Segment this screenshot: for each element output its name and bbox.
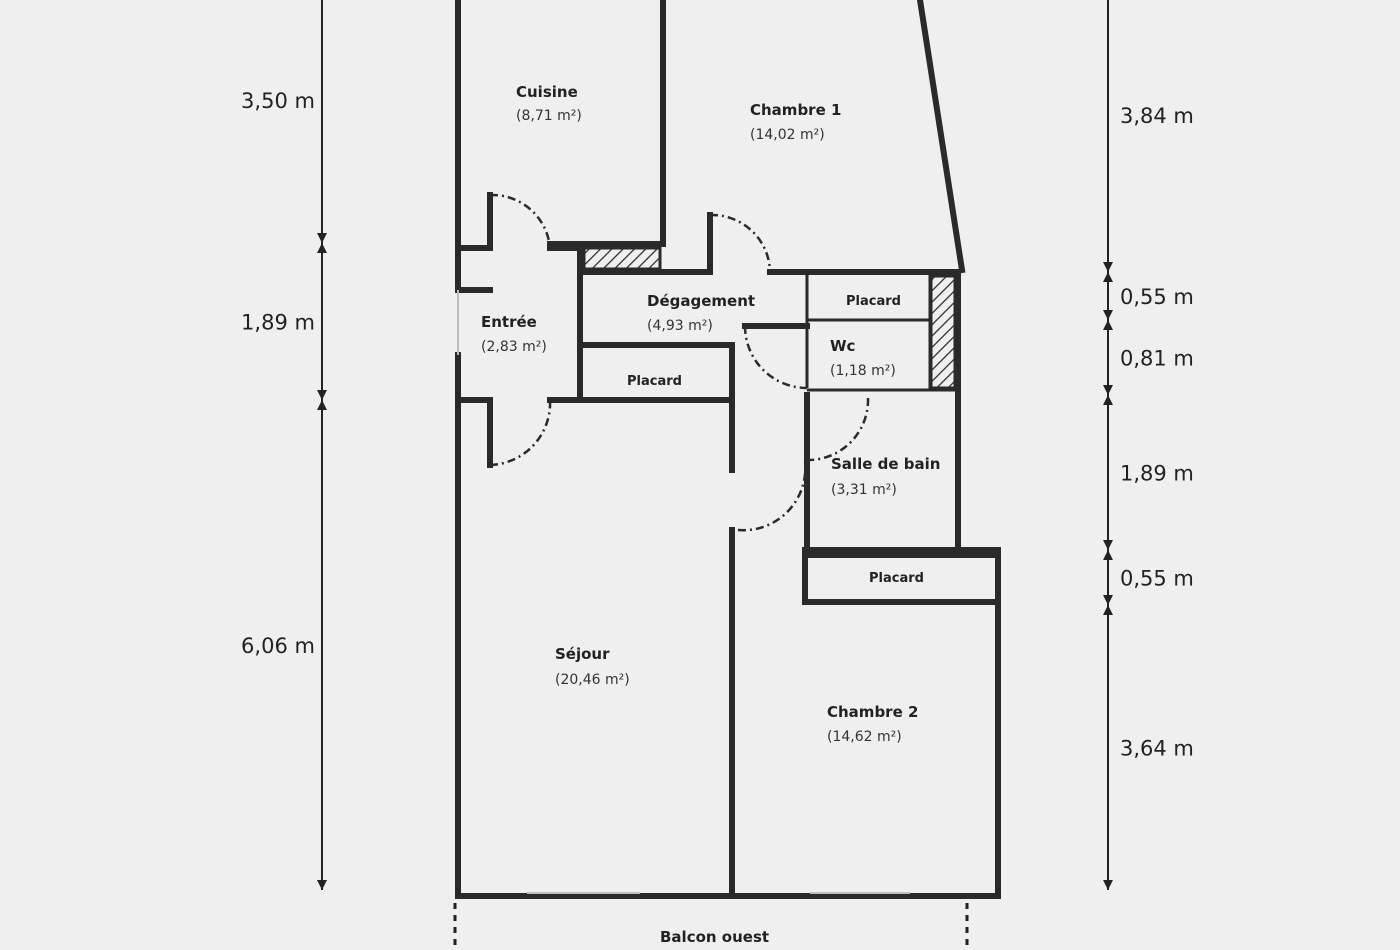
room-wc-label: Wc	[830, 337, 855, 355]
doors	[489, 193, 870, 532]
arrowhead-icon	[317, 400, 327, 410]
dimension-label: 3,84 m	[1120, 104, 1194, 128]
room-placard-wc-label: Placard	[846, 294, 901, 309]
arrowhead-icon	[317, 390, 327, 400]
shaft-hatched	[929, 274, 957, 390]
arrowhead-icon	[1103, 540, 1113, 550]
arrowhead-icon	[1103, 395, 1113, 405]
arrowhead-icon	[317, 233, 327, 243]
room-cuisine-area: (8,71 m²)	[516, 108, 582, 124]
shaft-hatched	[582, 246, 662, 271]
room-placard-chambre2-label: Placard	[869, 571, 924, 586]
room-degagement-label: Dégagement	[647, 292, 755, 310]
dimension-label: 6,06 m	[241, 634, 315, 658]
arrowhead-icon	[1103, 880, 1113, 890]
dimension-label: 1,89 m	[241, 311, 315, 335]
dimension-label: 0,81 m	[1120, 347, 1194, 371]
room-placard-degagement-label: Placard	[627, 374, 682, 389]
arrowhead-icon	[1103, 605, 1113, 615]
room-salle-de-bain-area: (3,31 m²)	[831, 482, 897, 498]
room-degagement-area: (4,93 m²)	[647, 318, 713, 334]
room-sejour-label: Séjour	[555, 645, 610, 663]
arrowhead-icon	[1103, 595, 1113, 605]
arrowhead-icon	[1103, 310, 1113, 320]
room-wc-area: (1,18 m²)	[830, 363, 896, 379]
arrowhead-icon	[317, 880, 327, 890]
dimension-line-left: 3,50 m 1,89 m 6,06 m	[241, 0, 327, 890]
room-balcon-label: Balcon ouest	[660, 928, 769, 946]
dimension-label: 3,64 m	[1120, 737, 1194, 761]
room-chambre1-area: (14,02 m²)	[750, 127, 825, 143]
room-chambre2-label: Chambre 2	[827, 703, 918, 721]
room-entree-area: (2,83 m²)	[481, 339, 547, 355]
arrowhead-icon	[317, 243, 327, 253]
dimension-label: 0,55 m	[1120, 285, 1194, 309]
arrowhead-icon	[1103, 262, 1113, 272]
arrowhead-icon	[1103, 272, 1113, 282]
dimension-line-right: 3,84 m 0,55 m 0,81 m 1,89 m 0,55 m 3,64 m	[1103, 0, 1194, 890]
windows	[457, 290, 910, 894]
arrowhead-icon	[1103, 385, 1113, 395]
dimension-label: 3,50 m	[241, 89, 315, 113]
room-salle-de-bain-label: Salle de bain	[831, 455, 940, 473]
walls	[455, 0, 1001, 899]
room-chambre2-area: (14,62 m²)	[827, 729, 902, 745]
room-cuisine-label: Cuisine	[516, 83, 578, 101]
room-sejour-area: (20,46 m²)	[555, 672, 630, 688]
room-entree-label: Entrée	[481, 313, 537, 331]
arrowhead-icon	[1103, 320, 1113, 330]
dimension-label: 0,55 m	[1120, 567, 1194, 591]
dimension-label: 1,89 m	[1120, 462, 1194, 486]
room-chambre1-label: Chambre 1	[750, 101, 841, 119]
arrowhead-icon	[1103, 550, 1113, 560]
